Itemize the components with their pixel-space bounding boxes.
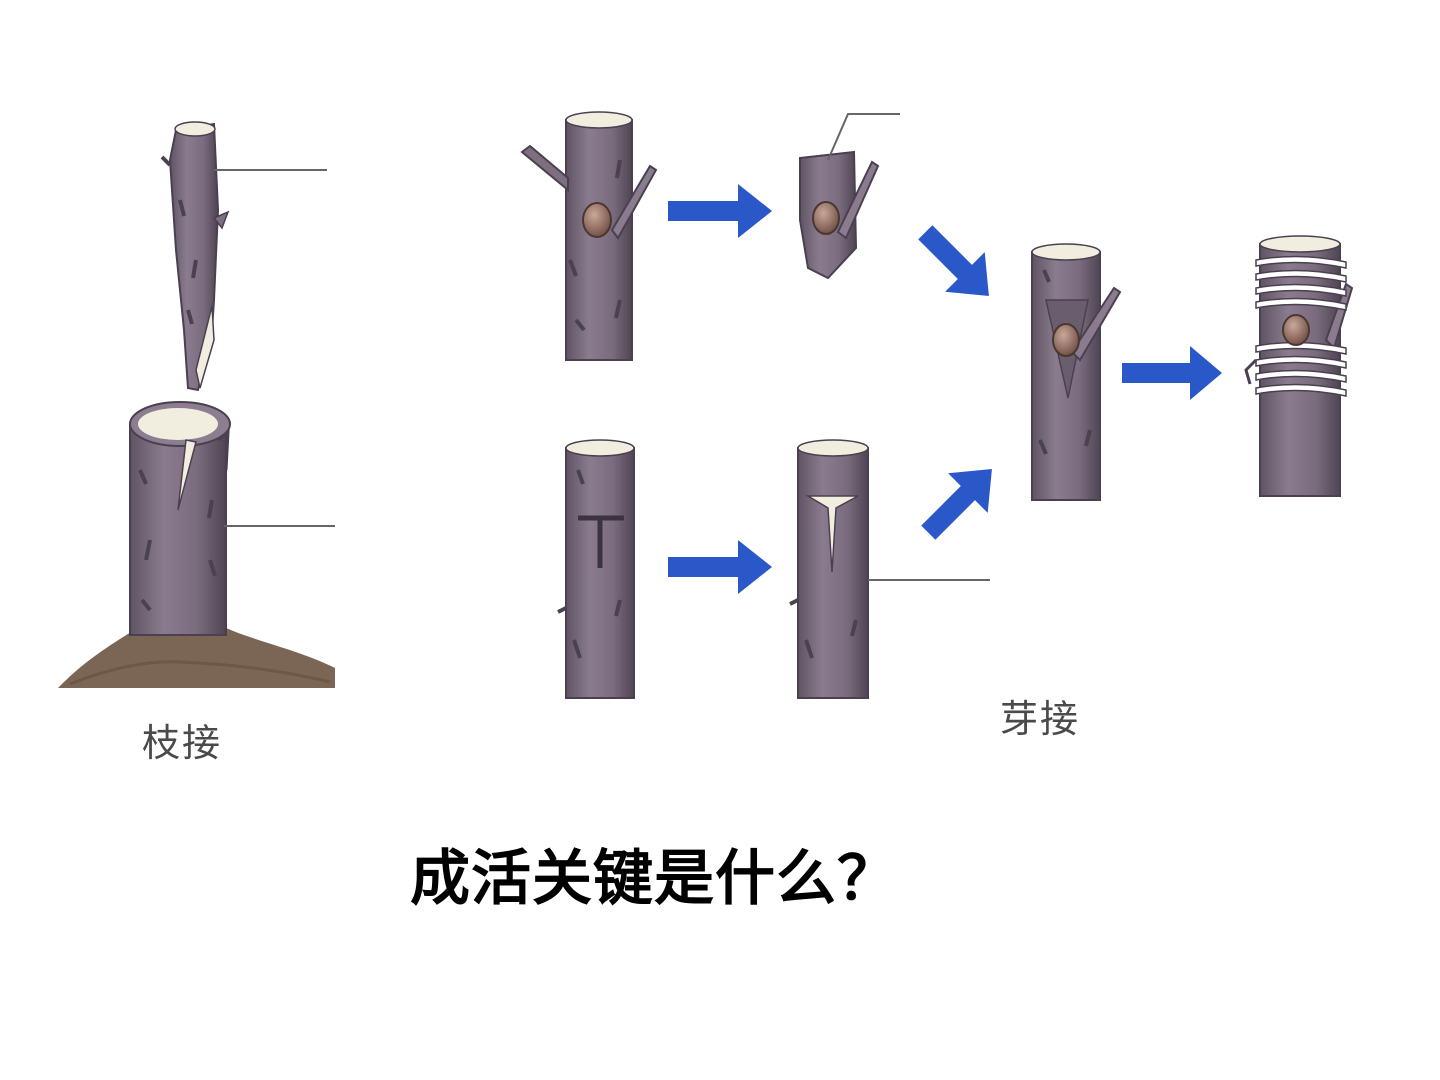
bud-icon: [1052, 323, 1080, 357]
binding-end: [1244, 358, 1258, 385]
bud-icon: [812, 201, 840, 235]
bud-icon: [582, 202, 612, 238]
binding-wrap-icon: [1255, 255, 1347, 397]
arrow-right-icon: [1122, 346, 1222, 400]
scion-icon: [160, 121, 230, 392]
rootstock-icon: [129, 401, 231, 636]
arrow-diagonal-icon: [921, 469, 992, 540]
leader-line-bud: [827, 113, 900, 161]
soil-mound-icon: [58, 626, 335, 688]
rootstock-t-cut: [789, 439, 869, 699]
twig-with-bud: [520, 111, 658, 361]
bud-grafting-label: 芽接: [1000, 697, 1081, 741]
bud-icon: [1282, 314, 1310, 346]
branch-grafting-label: 枝接: [142, 721, 223, 765]
rootstock-plain: [557, 439, 635, 699]
bud-inserted: [1031, 243, 1122, 501]
arrow-diagonal-icon: [918, 225, 989, 296]
question-text: 成活关键是什么？: [410, 844, 898, 914]
arrow-right-icon: [668, 184, 772, 238]
arrow-right-icon: [668, 540, 772, 594]
soil-texture: [69, 660, 331, 686]
